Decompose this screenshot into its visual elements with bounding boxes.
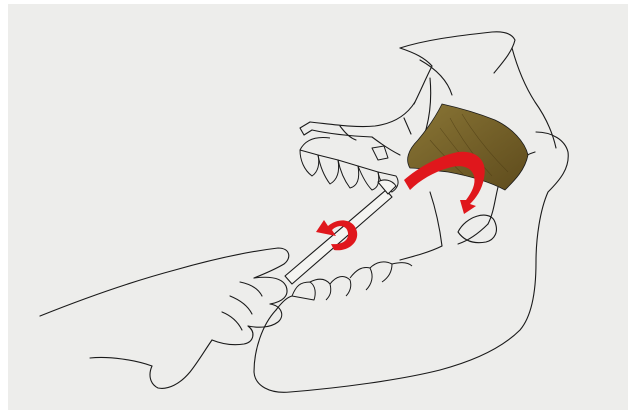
condyle: [458, 215, 496, 243]
dental-elevator: [285, 180, 396, 284]
hand-outline: [40, 248, 289, 388]
